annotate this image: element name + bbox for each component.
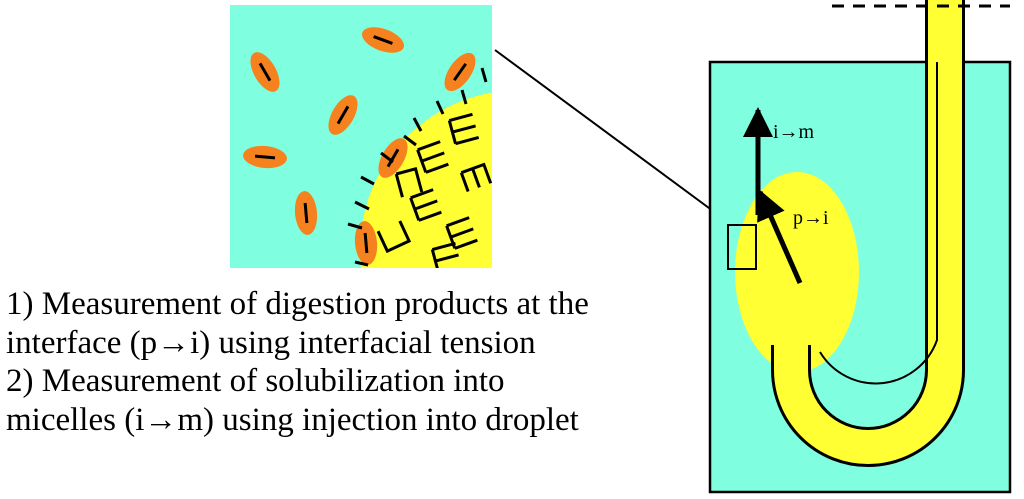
capillary-tube [774, 0, 962, 464]
zoom-panel [230, 5, 492, 268]
micelle [445, 216, 478, 250]
caption-line: interface (p→i) using interfacial tensio… [6, 324, 536, 361]
digestion-product [328, 95, 358, 135]
measurement-cell: i→m p→i [708, 0, 1012, 494]
micelle [416, 140, 449, 174]
digestion-product [294, 191, 318, 235]
zoom-oil-region [360, 92, 492, 268]
micelle [459, 162, 492, 193]
upper-arrow-label: i→m [773, 121, 815, 143]
caption: 1) Measurement of digestion products at … [6, 285, 706, 439]
digestion-product [250, 52, 280, 92]
lower-arrow-label: p→i [793, 207, 829, 229]
capillary-tube-bore [819, 62, 938, 385]
micelle [394, 166, 424, 198]
micelle [409, 188, 442, 222]
micelle [376, 220, 412, 254]
interface-surfactants [347, 67, 488, 267]
digestion-product [243, 145, 287, 169]
digestion-product [378, 138, 408, 178]
digestion-product [354, 221, 378, 265]
caption-line: micelles (i→m) using injection into drop… [6, 401, 579, 438]
caption-line: 1) Measurement of digestion products at … [6, 286, 589, 322]
zoom-box [727, 224, 757, 270]
caption-line: 2) Measurement of solubilization into [6, 363, 505, 399]
micelle [447, 112, 480, 146]
micelle [430, 241, 459, 268]
digestion-product [361, 27, 405, 53]
digestion-products [243, 27, 476, 265]
digestion-product [444, 52, 476, 92]
interface-arrow [757, 189, 803, 285]
zoom-connector-line [494, 49, 733, 226]
micelles [376, 112, 492, 268]
